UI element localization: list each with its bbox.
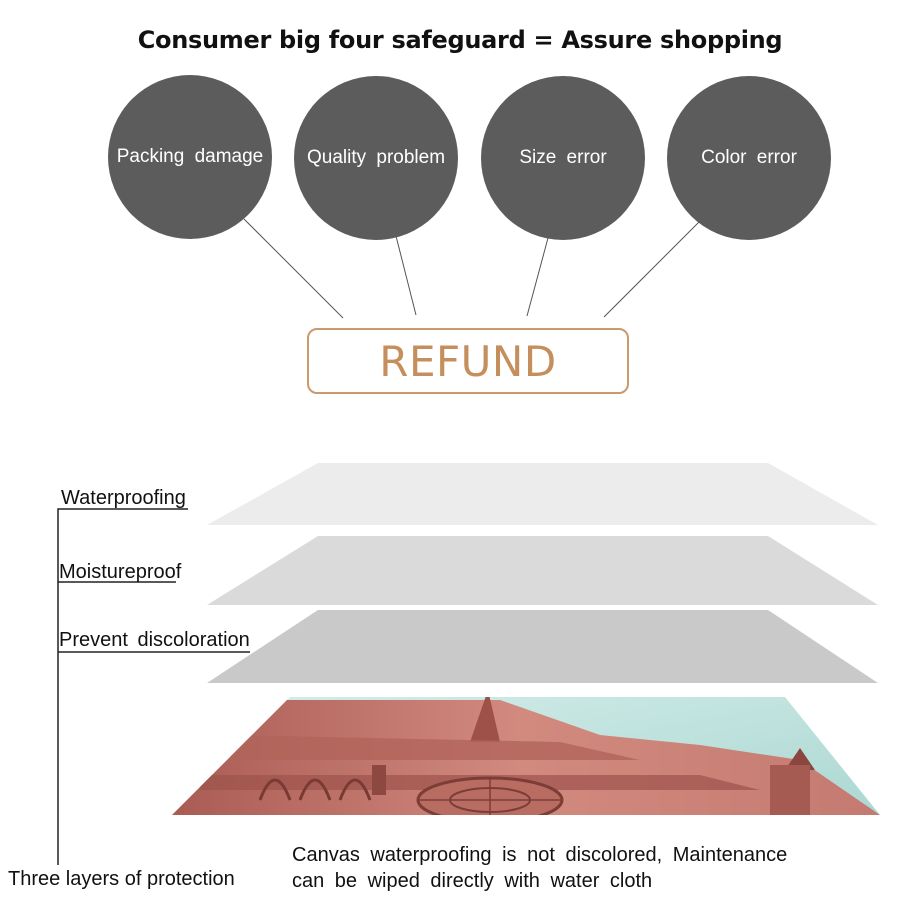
- safeguard-color-error: Color error: [667, 76, 831, 240]
- connector-line: [395, 235, 417, 316]
- layers-summary-label: Three layers of protection: [8, 868, 235, 890]
- connector-line: [526, 237, 549, 317]
- safeguard-label: Quality problem: [306, 147, 446, 168]
- caption-line-1: Canvas waterproofing is not discolored, …: [292, 844, 788, 866]
- connector-line: [243, 218, 344, 319]
- connector-line: [603, 221, 700, 318]
- layer-label-waterproofing: Waterproofing: [61, 487, 186, 509]
- safeguard-packing-damage: Packing damage: [108, 75, 272, 239]
- layer-prevent-discoloration: [207, 610, 878, 683]
- refund-label: REFUND: [379, 336, 557, 386]
- caption-line-2: can be wiped directly with water cloth: [292, 870, 653, 892]
- canvas-photo: [172, 697, 880, 815]
- layer-label-moistureproof: Moistureproof: [59, 561, 182, 583]
- safeguard-quality-problem: Quality problem: [294, 76, 458, 240]
- layer-waterproofing: [207, 463, 878, 525]
- page-title: Consumer big four safeguard = Assure sho…: [137, 26, 783, 54]
- safeguard-label: Packing damage: [116, 146, 264, 167]
- safeguard-size-error: Size error: [481, 76, 645, 240]
- safeguard-label: Color error: [701, 147, 797, 168]
- bracket-line: [57, 508, 188, 865]
- canvas-caption: Canvas waterproofing is not discolored, …: [292, 842, 787, 894]
- layer-label-prevent-discoloration: Prevent discoloration: [59, 629, 250, 651]
- safeguard-label: Size error: [519, 147, 607, 168]
- layer-moistureproof: [207, 536, 878, 605]
- refund-box: REFUND: [307, 328, 629, 394]
